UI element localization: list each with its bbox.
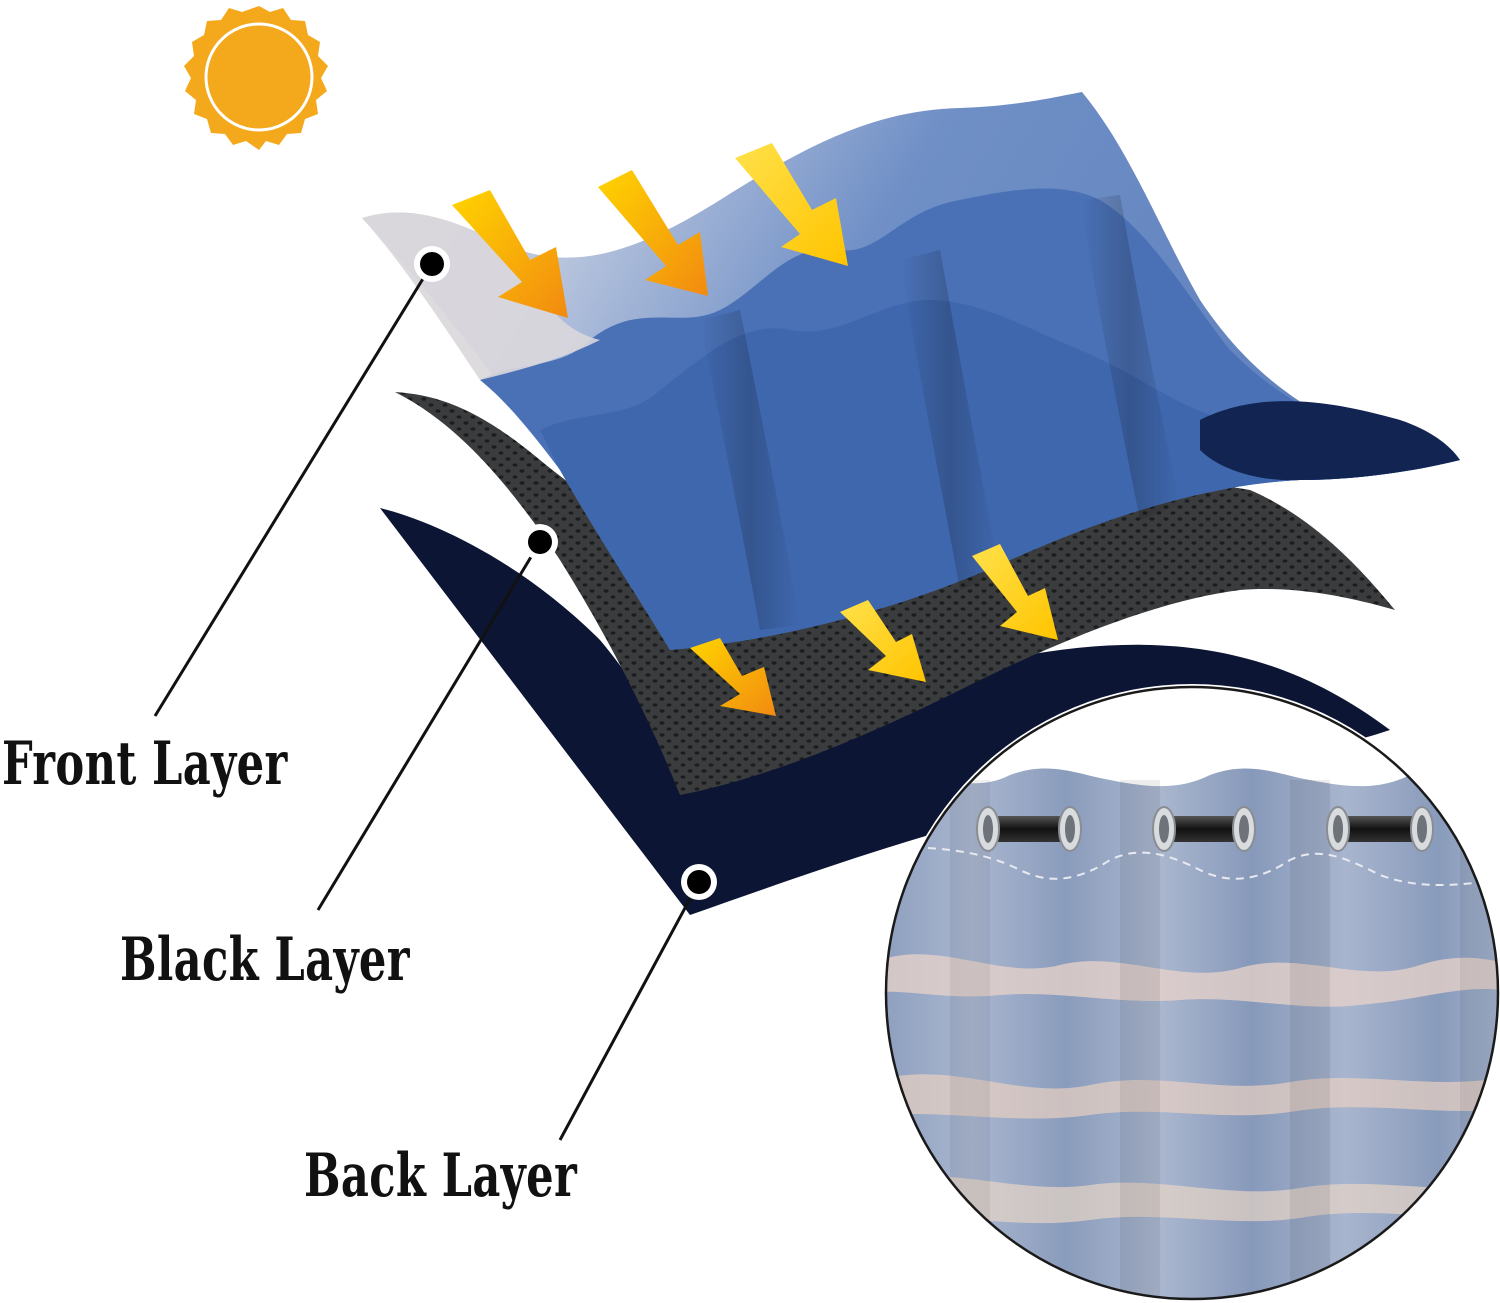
light-arrow-icon xyxy=(452,190,568,318)
front-layer-label: Front Layer xyxy=(2,729,288,799)
light-arrow-icon xyxy=(690,638,776,716)
grommet-icon xyxy=(976,806,1082,852)
back-layer-label: Back Layer xyxy=(304,1141,578,1211)
light-arrows xyxy=(452,143,1058,716)
callout-black xyxy=(316,524,558,911)
light-arrow-icon xyxy=(598,170,708,296)
black-layer-label: Black Layer xyxy=(120,925,410,995)
light-arrow-icon xyxy=(735,143,848,266)
sun-icon xyxy=(184,6,328,150)
callout-back xyxy=(558,864,717,1141)
grommet-icon xyxy=(1326,806,1434,852)
light-arrow-icon xyxy=(840,600,926,682)
callout-front xyxy=(153,246,450,717)
front-layer xyxy=(362,92,1460,650)
light-arrow-icon xyxy=(972,544,1058,640)
curtain-detail-circle xyxy=(883,684,1500,1302)
grommet-icon xyxy=(1152,806,1256,852)
